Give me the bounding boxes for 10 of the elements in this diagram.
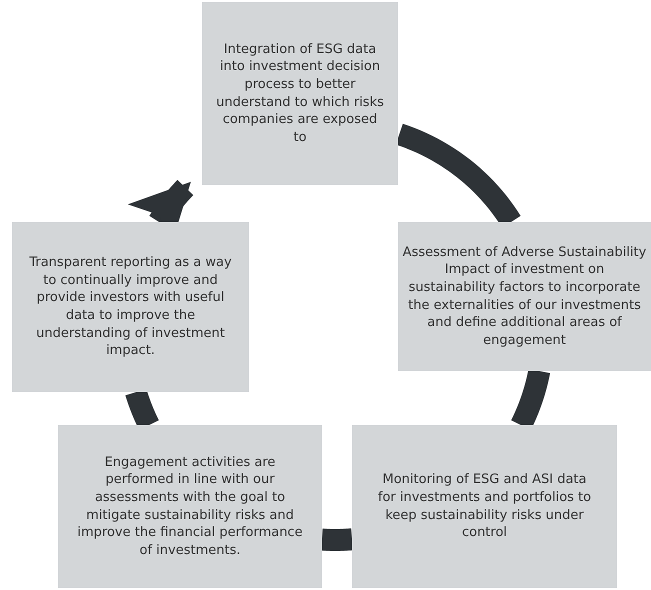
step-text: Assessment of Adverse Sustainability Impact of investment on sustainability factors to incorporate the externalities of our investments and define additional areas of engagement	[402, 244, 647, 350]
step-text: Transparent reporting as a way to continually improve and provide investors with useful data to improve the understanding of investment impact.	[28, 254, 233, 360]
process-box	[58, 425, 322, 588]
step-text: Integration of ESG data into investment decision process to better understand to which risks companies are exposed to	[216, 40, 384, 146]
process-box	[352, 425, 617, 588]
process-box	[202, 2, 398, 185]
process-box	[398, 222, 651, 371]
step-text: Monitoring of ESG and ASI data for investments and portfolios to keep sustainability risks under control	[376, 471, 592, 542]
step-text: Engagement activities are performed in line with our assessments with the goal to mitigate sustainability risks and improve the financial performance of investments.	[76, 454, 304, 560]
process-box	[12, 222, 249, 392]
